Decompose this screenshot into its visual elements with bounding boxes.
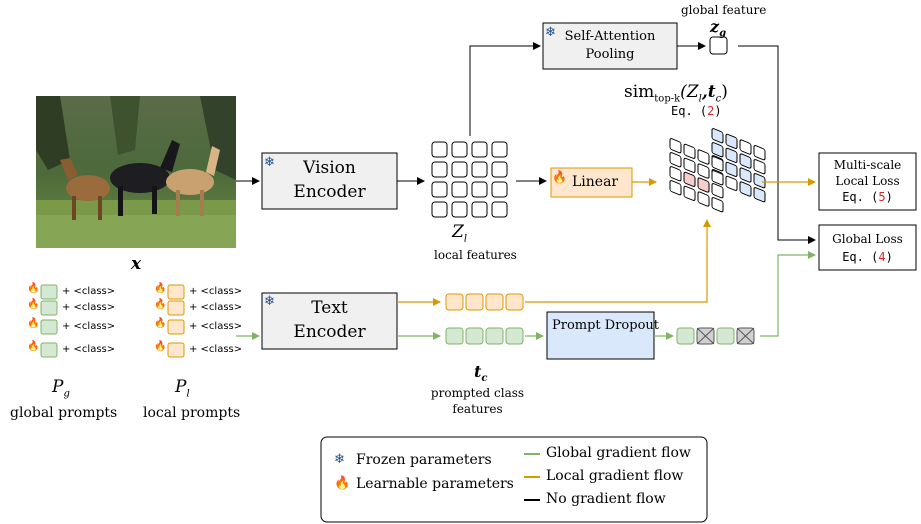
global-loss-label: Global Loss Eq. (4) xyxy=(832,232,903,264)
flame-icon: 🔥 xyxy=(27,341,40,352)
local-prompt-class: + <class> xyxy=(189,302,243,313)
global-class-tokens xyxy=(445,327,524,345)
global-feature-box xyxy=(709,36,728,55)
flame-icon: 🔥 xyxy=(27,318,40,329)
legend-box xyxy=(320,436,708,523)
pooling-box xyxy=(542,22,678,70)
flame-icon: 🔥 xyxy=(154,318,167,329)
global-prompt-class: + <class> xyxy=(62,286,116,297)
local-prompt-class: + <class> xyxy=(189,321,243,332)
flame-icon: 🔥 xyxy=(552,170,567,184)
global-prompts-label: global prompts xyxy=(10,405,118,421)
prompt-dropout-label: Prompt Dropout xyxy=(552,318,660,333)
local-features-symbol: Zl xyxy=(452,222,468,245)
legend-learnable: Learnable parameters xyxy=(356,476,514,492)
local-prompt-boxes xyxy=(167,284,185,358)
global-prompt-class: + <class> xyxy=(62,344,116,355)
legend-global-flow: Global gradient flow xyxy=(546,445,691,461)
flame-icon: 🔥 xyxy=(27,283,40,294)
flame-icon: 🔥 xyxy=(154,299,167,310)
linear-box xyxy=(550,167,633,198)
local-features-label: local features xyxy=(434,248,517,262)
global-prompts-symbol: Pg xyxy=(52,377,70,400)
local-loss-label: Multi-scale Local Loss Eq. (5) xyxy=(833,158,902,204)
local-prompt-class: + <class> xyxy=(189,344,243,355)
local-prompt-class: + <class> xyxy=(189,286,243,297)
local-prompts-symbol: Pl xyxy=(175,377,190,400)
similarity-eq: Eq. (2) xyxy=(671,104,722,118)
flame-icon: 🔥 xyxy=(154,283,167,294)
global-loss-box xyxy=(818,224,917,271)
dropped-tokens xyxy=(676,327,755,345)
flame-icon: 🔥 xyxy=(154,341,167,352)
horses-photo xyxy=(36,96,236,248)
linear-label: Linear xyxy=(572,174,619,190)
global-gradient-arrows xyxy=(236,251,816,340)
global-feature-symbol: zg xyxy=(710,17,727,40)
global-prompt-class: + <class> xyxy=(62,321,116,332)
text-encoder-box xyxy=(261,292,398,350)
flame-icon: 🔥 xyxy=(334,476,351,491)
snowflake-icon: ❄ xyxy=(264,294,275,309)
similarity-formula: simtop-k(Zl,tc) xyxy=(624,82,728,105)
legend-no-flow: No gradient flow xyxy=(546,491,666,507)
multiscale-grid-right xyxy=(711,128,766,203)
local-loss-box xyxy=(818,152,917,211)
global-prompt-class: + <class> xyxy=(62,302,116,313)
legend-local-flow: Local gradient flow xyxy=(546,468,684,484)
class-features-symbol: tc xyxy=(474,362,488,385)
global-prompt-boxes xyxy=(40,284,58,358)
image-label: x xyxy=(131,254,142,274)
local-class-tokens xyxy=(445,293,524,311)
no-gradient-arrows xyxy=(236,42,816,244)
snowflake-icon: ❄ xyxy=(334,452,345,467)
snowflake-icon: ❄ xyxy=(545,25,556,40)
flame-icon: 🔥 xyxy=(27,299,40,310)
global-feature-label: global feature xyxy=(681,3,767,17)
snowflake-icon: ❄ xyxy=(264,155,275,170)
legend-frozen: Frozen parameters xyxy=(356,452,492,468)
vision-encoder-box xyxy=(261,152,398,210)
local-gradient-arrows xyxy=(397,178,816,306)
local-prompts-label: local prompts xyxy=(143,405,241,421)
local-features-grid xyxy=(431,141,508,218)
